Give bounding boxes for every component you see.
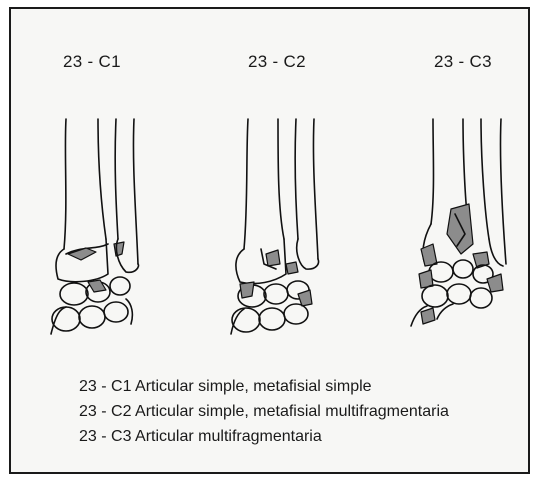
classification-legend: 23 - C1 Articular simple, metafisial sim… [79,374,449,449]
diagram-frame: 23 - C1 23 - C2 23 - C3 [9,7,530,474]
legend-item-c3: 23 - C3 Articular multifragmentaria [79,424,449,449]
figure-label-c1: 23 - C1 [63,52,121,72]
wrist-fracture-c3-illustration [391,114,540,339]
legend-item-c2: 23 - C2 Articular simple, metafisial mul… [79,399,449,424]
figure-label-c2: 23 - C2 [248,52,306,72]
wrist-fracture-c1-illustration [26,114,186,339]
wrist-fracture-c2-illustration [206,114,366,339]
figure-label-c3: 23 - C3 [434,52,492,72]
legend-item-c1: 23 - C1 Articular simple, metafisial sim… [79,374,449,399]
